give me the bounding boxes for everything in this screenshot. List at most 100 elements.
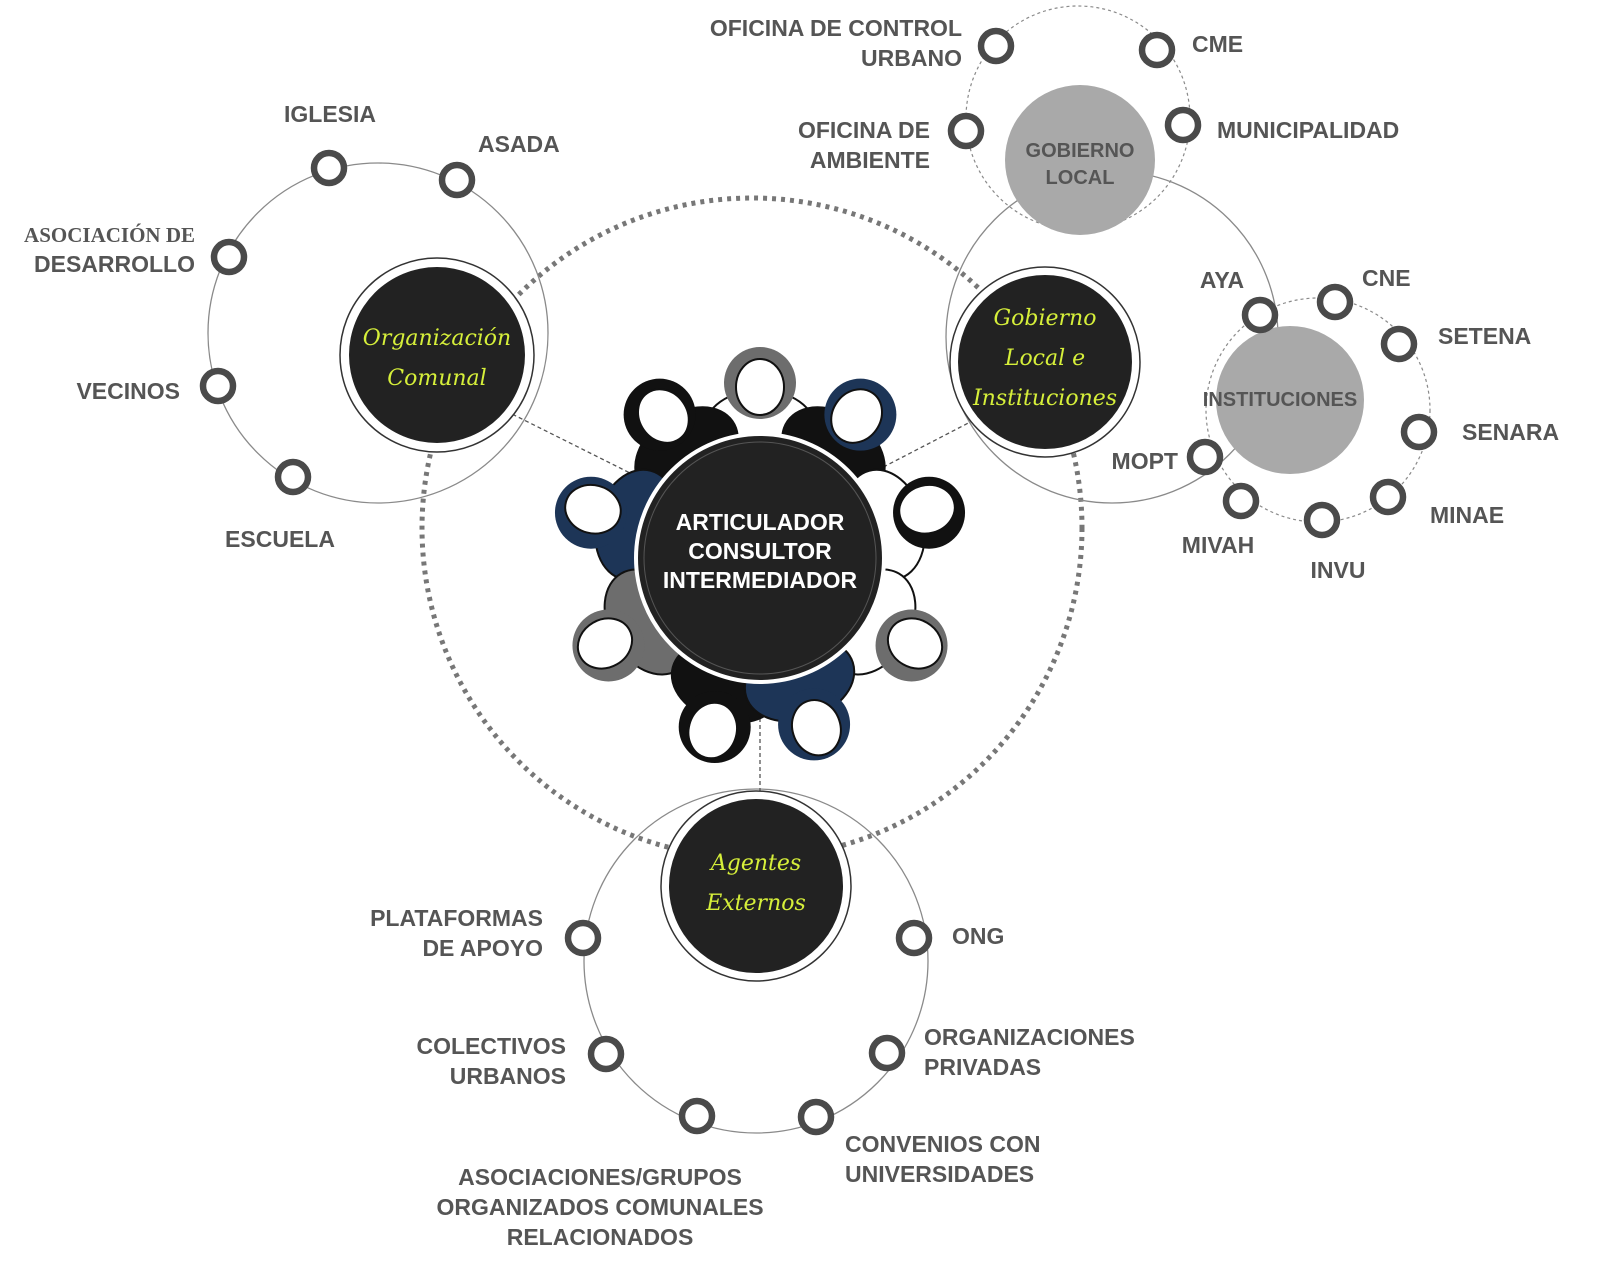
center-hub: ARTICULADOR CONSULTOR INTERMEDIADOR (634, 432, 886, 684)
node-control-urbano (977, 27, 1015, 65)
main-dotted-ring (419, 195, 1085, 861)
text-line: Comunal (387, 366, 486, 391)
label-ambiente: OFICINA DE AMBIENTE (798, 117, 930, 173)
person-face (898, 483, 956, 535)
text-line: ONG (952, 923, 1004, 949)
person-face (564, 483, 622, 535)
text-line: Local e (1004, 346, 1085, 371)
label-setena: SETENA (1438, 323, 1531, 349)
label-cne: CNE (1362, 265, 1411, 291)
text-line: ORGANIZADOS COMUNALES (436, 1194, 763, 1220)
node-escuela (274, 458, 312, 496)
node-minae (1369, 478, 1407, 516)
label-aya: AYA (1200, 267, 1244, 293)
label-senara: SENARA (1462, 419, 1559, 445)
label-escuela: ESCUELA (225, 526, 335, 552)
node-universidades (797, 1098, 835, 1136)
label-mopt: MOPT (1112, 448, 1178, 474)
person-face (576, 617, 634, 670)
label-asociaciones: ASOCIACIONES/GRUPOS ORGANIZADOS COMUNALES… (436, 1164, 763, 1250)
node-setena (1380, 325, 1418, 363)
text-line: URBANO (861, 45, 962, 71)
center-title: ARTICULADOR CONSULTOR INTERMEDIADOR (663, 509, 858, 593)
text-line: Instituciones (972, 386, 1117, 411)
node-mivah (1222, 482, 1260, 520)
instituciones-subhub (1216, 326, 1364, 474)
node-senara (1400, 413, 1438, 451)
text-line: DE APOYO (422, 935, 543, 961)
text-line: CNE (1362, 265, 1411, 291)
text-line: MINAE (1430, 502, 1504, 528)
label-privadas: ORGANIZACIONES PRIVADAS (924, 1024, 1135, 1080)
node-cne (1316, 283, 1354, 321)
text-line: OFICINA DE (798, 117, 930, 143)
node-ong (895, 919, 933, 957)
label-control-urbano: OFICINA DE CONTROL URBANO (710, 15, 962, 71)
text-line: ASOCIACIONES/GRUPOS (458, 1164, 742, 1190)
label-iglesia: IGLESIA (284, 101, 376, 127)
text-line: SETENA (1438, 323, 1531, 349)
text-line: OFICINA DE CONTROL (710, 15, 962, 41)
text-line: ASOCIACIÓN DE (24, 223, 195, 247)
text-line: PRIVADAS (924, 1054, 1041, 1080)
node-colectivos (587, 1035, 625, 1073)
node-plataformas (564, 919, 602, 957)
text-line: MOPT (1112, 448, 1178, 474)
person-face (636, 388, 690, 444)
text-line: MIVAH (1182, 532, 1254, 558)
text-line: MUNICIPALIDAD (1217, 117, 1399, 143)
node-asociaciones (678, 1097, 716, 1135)
text-line: GOBIERNO (1026, 140, 1135, 162)
node-iglesia (310, 149, 348, 187)
text-line: Organización (363, 326, 511, 351)
node-municipalidad (1164, 106, 1202, 144)
label-cme: CME (1192, 31, 1243, 57)
text-line: ESCUELA (225, 526, 335, 552)
gobierno-local-subhub (1005, 85, 1155, 235)
text-line: URBANOS (450, 1063, 566, 1089)
label-invu: INVU (1311, 557, 1366, 583)
text-line: Agentes (709, 851, 801, 876)
text-line: DESARROLLO (34, 251, 195, 277)
node-mopt (1186, 438, 1224, 476)
text-line: INSTITUCIONES (1203, 389, 1357, 411)
externos-ring (583, 788, 929, 1134)
text-line: Gobierno (994, 306, 1097, 331)
person-face (687, 701, 738, 760)
instituciones-label: INSTITUCIONES (1203, 389, 1357, 411)
label-municipalidad: MUNICIPALIDAD (1217, 117, 1399, 143)
node-privadas (868, 1034, 906, 1072)
text-line: UNIVERSIDADES (845, 1161, 1034, 1187)
label-vecinos: VECINOS (76, 378, 180, 404)
comunal-ring (207, 162, 549, 504)
text-line: ORGANIZACIONES (924, 1024, 1135, 1050)
text-line: AMBIENTE (810, 147, 930, 173)
text-line: LOCAL (1046, 167, 1115, 189)
text-line: COLECTIVOS (416, 1033, 566, 1059)
text-line: ARTICULADOR (676, 509, 845, 535)
text-line: Externos (705, 891, 806, 916)
label-colectivos: COLECTIVOS URBANOS (416, 1033, 566, 1089)
text-line: INVU (1311, 557, 1366, 583)
node-asada (438, 161, 476, 199)
text-line: AYA (1200, 267, 1244, 293)
node-vecinos (199, 367, 237, 405)
text-line: INTERMEDIADOR (663, 567, 858, 593)
label-ong: ONG (952, 923, 1004, 949)
text-line: CONSULTOR (688, 538, 832, 564)
label-asada: ASADA (478, 131, 560, 157)
text-line: VECINOS (76, 378, 180, 404)
text-line: SENARA (1462, 419, 1559, 445)
node-cme (1138, 31, 1176, 69)
text-line: ASADA (478, 131, 560, 157)
text-line: PLATAFORMAS (370, 905, 543, 931)
label-asociacion: ASOCIACIÓN DE DESARROLLO (24, 223, 195, 277)
